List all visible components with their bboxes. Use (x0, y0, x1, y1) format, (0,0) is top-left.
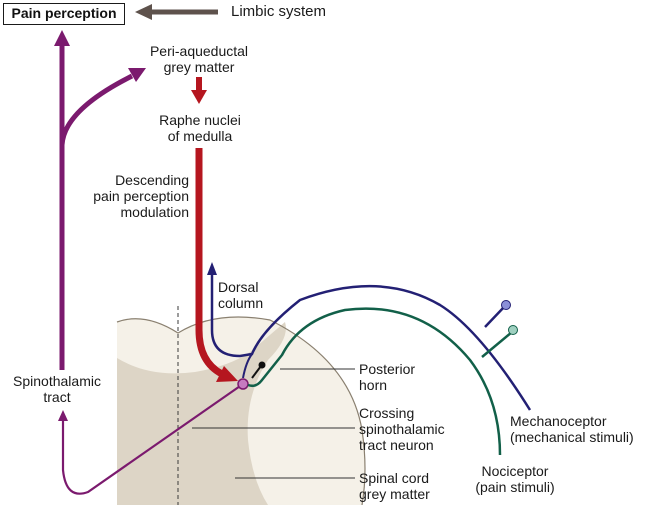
label-limbic-system: Limbic system (231, 3, 327, 20)
spinal-cord-outline (116, 316, 366, 505)
mechanoceptor-fiber (207, 262, 532, 411)
label-nociceptor: Nociceptor (pain stimuli) (475, 463, 555, 495)
interneuron (251, 361, 266, 379)
nociceptor-receptor-icon (508, 325, 518, 335)
label-dorsal-column: Dorsal column (218, 279, 264, 311)
descending-modulation-arrows (191, 77, 238, 382)
label-spinal-cord-grey-matter: Spinal cord grey matter (359, 470, 430, 502)
leader-lines (192, 368, 355, 479)
label-mechanoceptor: Mechanoceptor (mechanical stimuli) (510, 413, 634, 445)
label-periaqueductal: Peri-aqueductal grey matter (149, 43, 249, 75)
label-crossing-neuron: Crossing spinothalamic tract neuron (359, 405, 445, 453)
label-posterior-horn: Posterior horn (359, 361, 416, 393)
spinal-cord-section (116, 306, 366, 505)
crossing-neuron-path (58, 378, 249, 495)
crossing-neuron-cell-body (237, 378, 249, 390)
pain-perception-box: Pain perception (3, 3, 125, 25)
mechanoceptor-receptor-icon (501, 300, 511, 310)
spinothalamic-tract-ascending (54, 30, 146, 370)
limbic-to-pain-arrow (135, 4, 218, 20)
label-raphe-nuclei: Raphe nuclei of medulla (159, 112, 241, 144)
label-descending-modulation: Descending pain perception modulation (93, 172, 189, 220)
nociceptor-fiber (247, 307, 518, 456)
label-spinothalamic-tract: Spinothalamic tract (13, 373, 101, 405)
